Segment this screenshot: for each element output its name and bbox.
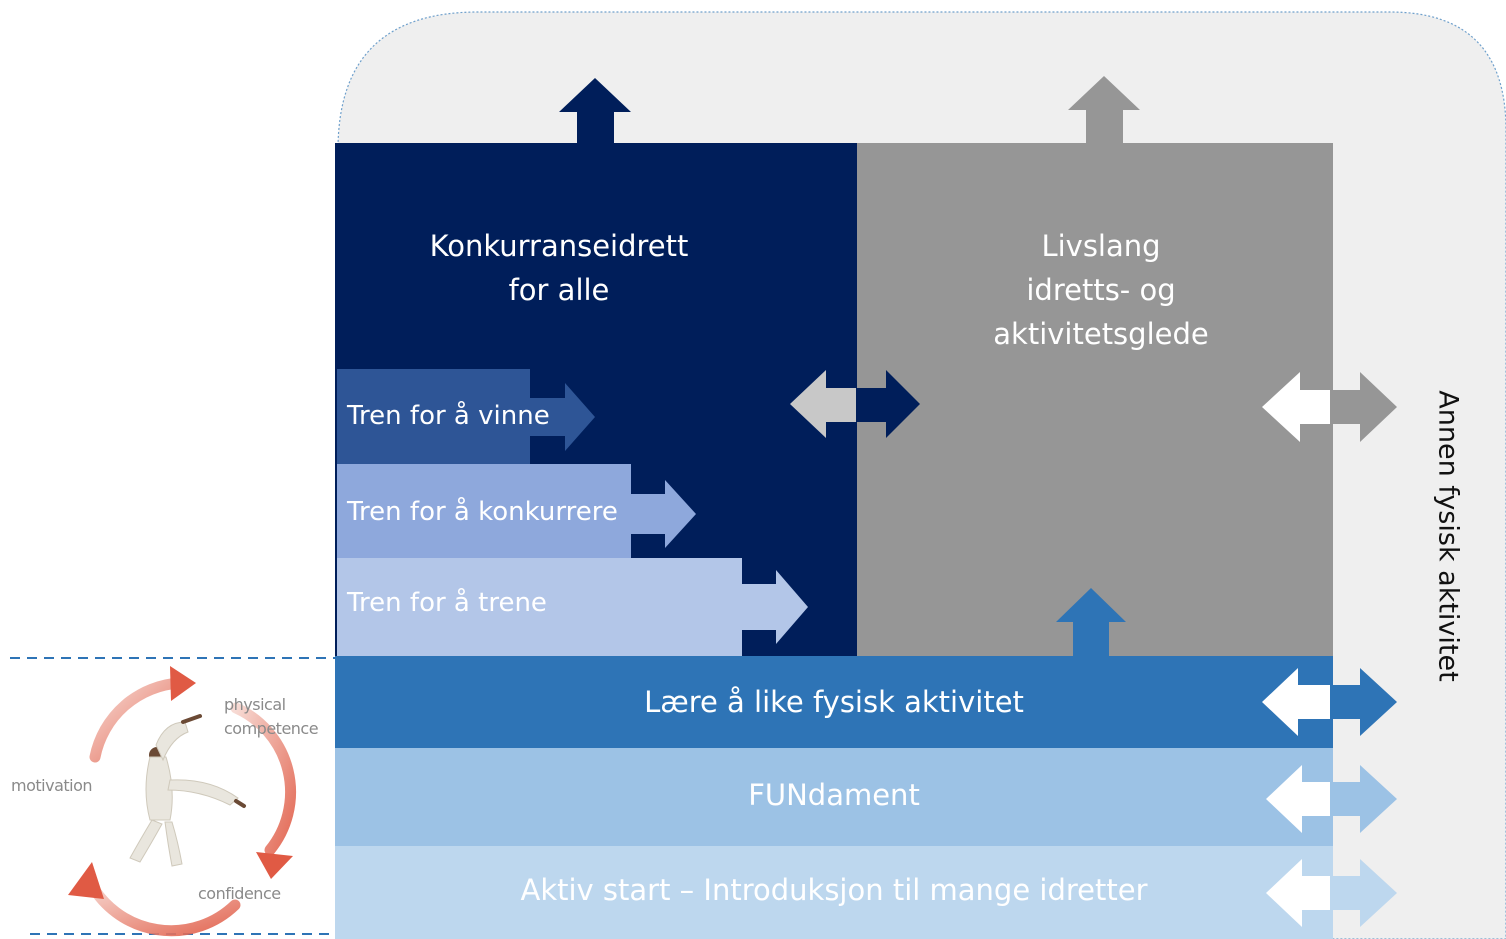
step-vinne-label: Tren for å vinne <box>347 401 550 431</box>
step-trene-label: Tren for å trene <box>347 588 547 618</box>
cycle-physical-line-1: physical <box>224 695 286 714</box>
cycle-physical-line-2: competence <box>224 719 319 738</box>
double-arrow-gray <box>1262 372 1397 442</box>
up-arrow-blue <box>1056 588 1126 656</box>
livslang-title-line-1: Livslang <box>1041 229 1161 263</box>
cycle-motivation-label: motivation <box>11 776 93 795</box>
livslang-title-line-3: aktivitetsglede <box>993 317 1209 351</box>
livslang-title: Livslang idretts- og aktivitetsglede <box>950 224 1252 356</box>
band-aktiv-label: Aktiv start – Introduksjon til mange idr… <box>520 873 1148 907</box>
step-trene-shape <box>337 558 808 656</box>
band-lare-shape <box>335 656 1333 748</box>
step-konkurrere-shape <box>337 464 696 558</box>
step-konkurrere-label: Tren for å konkurrere <box>347 497 618 527</box>
step-vinne-shape <box>337 369 595 464</box>
up-arrow-navy <box>559 78 631 143</box>
up-arrow-gray <box>1068 76 1140 143</box>
konkurranse-title-line-1: Konkurranseidrett <box>429 229 689 263</box>
double-arrow-lare <box>1262 668 1397 736</box>
konkurranse-title-line-2: for alle <box>508 273 610 307</box>
double-arrow-middle <box>790 370 920 438</box>
side-label-annen: Annen fysisk aktivitet <box>1432 390 1464 682</box>
band-fundament-label: FUNdament <box>748 778 920 812</box>
cycle-illustration <box>68 666 297 937</box>
band-lare-label: Lære å like fysisk aktivitet <box>644 685 1024 719</box>
cycle-confidence-label: confidence <box>198 884 281 903</box>
livslang-panel <box>857 143 1333 656</box>
band-fundament-shape <box>335 748 1333 846</box>
livslang-title-line-2: idretts- og <box>1026 273 1176 307</box>
band-aktiv-shape <box>335 846 1333 939</box>
cycle-physical-label: physical competence <box>224 693 319 741</box>
double-arrow-aktiv <box>1266 859 1397 927</box>
konkurranse-title: Konkurranseidrett for alle <box>400 224 718 312</box>
double-arrow-fundament <box>1266 765 1397 833</box>
breakdancer-figure <box>129 714 246 867</box>
